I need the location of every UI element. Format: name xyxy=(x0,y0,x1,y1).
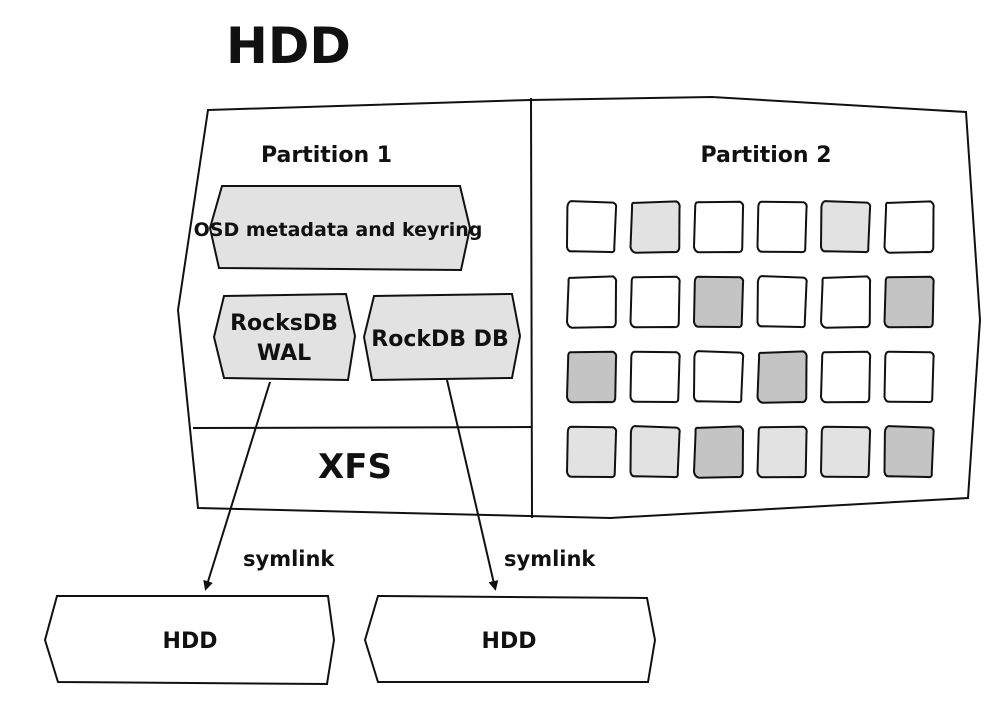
xfs-label: XFS xyxy=(318,447,392,487)
partition-2-label: Partition 2 xyxy=(700,143,831,168)
wal-symlink-arrow xyxy=(203,381,271,591)
data-block-white xyxy=(629,350,681,404)
hdd-target-1: HDD xyxy=(43,595,336,686)
rocksdb-wal-label-line1: RocksDB xyxy=(230,311,338,336)
symlink-arrows: symlink symlink xyxy=(203,379,596,591)
db-symlink-arrow xyxy=(446,379,499,591)
data-block-light xyxy=(756,425,808,479)
hdd-target-1-label: HDD xyxy=(163,629,218,654)
data-block-white xyxy=(692,200,745,254)
data-block-white xyxy=(819,275,872,329)
data-block-white xyxy=(565,275,618,329)
rocksdb-wal-box: RocksDB WAL xyxy=(212,292,357,382)
data-block-light xyxy=(565,425,618,479)
osd-metadata-box: OSD metadata and keyring xyxy=(194,185,483,272)
data-block-dark xyxy=(883,425,935,479)
symlink-label-2: symlink xyxy=(504,547,596,571)
data-block-dark xyxy=(883,275,935,329)
partition-2-blocks xyxy=(565,200,935,479)
data-block-light xyxy=(629,425,681,479)
symlink-label-1: symlink xyxy=(243,547,335,571)
data-block-light xyxy=(629,200,681,254)
partition-1: Partition 1 OSD metadata and keyring Roc… xyxy=(194,143,522,487)
data-block-white xyxy=(819,350,872,404)
data-block-dark xyxy=(692,275,745,329)
data-block-white xyxy=(629,275,681,329)
data-block-dark xyxy=(692,425,745,479)
hdd-container xyxy=(176,95,982,520)
data-block-dark xyxy=(756,350,808,404)
data-block-dark xyxy=(565,350,618,404)
partition-1-label: Partition 1 xyxy=(261,143,392,168)
hdd-target-2: HDD xyxy=(363,594,657,683)
data-block-white xyxy=(692,350,745,404)
xfs-divider xyxy=(192,426,533,429)
data-block-white xyxy=(756,200,808,254)
rockdb-db-label: RockDB DB xyxy=(371,327,508,352)
diagram-title: HDD xyxy=(226,17,351,75)
rocksdb-wal-label-line2: WAL xyxy=(257,341,311,366)
osd-metadata-label: OSD metadata and keyring xyxy=(194,219,483,241)
data-block-light xyxy=(819,200,872,254)
partition-2: Partition 2 xyxy=(565,143,935,479)
hdd-target-2-label: HDD xyxy=(482,629,537,654)
data-block-white xyxy=(883,200,935,254)
rockdb-db-box: RockDB DB xyxy=(362,292,522,382)
data-block-white xyxy=(565,200,618,254)
data-block-white xyxy=(756,275,808,329)
data-block-white xyxy=(883,350,935,404)
partition-divider xyxy=(530,97,533,519)
data-block-light xyxy=(819,425,872,479)
